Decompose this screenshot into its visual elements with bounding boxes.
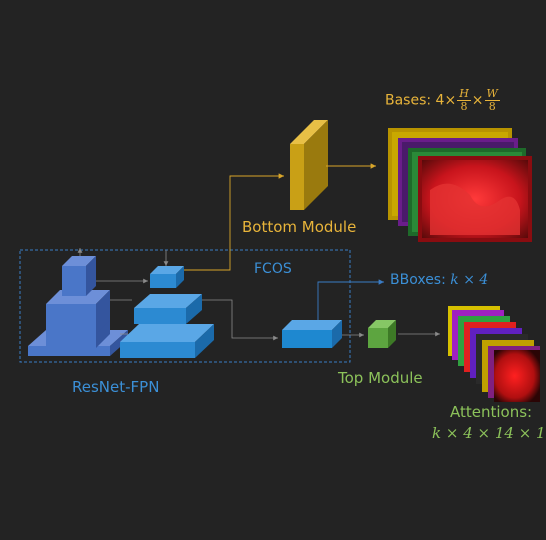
fcos-dashed-frame [19, 249, 351, 363]
top-module-label: Top Module [338, 369, 423, 387]
bottom-module-block [290, 120, 328, 210]
bboxes-math: k × 4 [450, 272, 489, 288]
top-module-block [368, 320, 396, 348]
bboxes-label: BBoxes: k × 4 [390, 272, 488, 288]
bboxes-prefix: BBoxes: [390, 272, 451, 288]
fpn-layers [120, 266, 214, 358]
bases-maps [388, 128, 532, 242]
fcos-label: FCOS [254, 261, 292, 277]
bottom-module-label: Bottom Module [242, 218, 357, 236]
fpn-connections [77, 248, 278, 341]
attentions-math: k × 4 × 14 × 1 [432, 424, 546, 442]
bases-times: × [471, 92, 484, 109]
attentions-label: Attentions: [450, 403, 533, 421]
resnet-backbone [28, 256, 128, 356]
bases-prefix: Bases: 4× [385, 92, 457, 109]
fcos-head-block [282, 320, 342, 348]
resnet-fpn-label: ResNet-FPN [72, 378, 160, 396]
attention-maps [448, 306, 540, 402]
